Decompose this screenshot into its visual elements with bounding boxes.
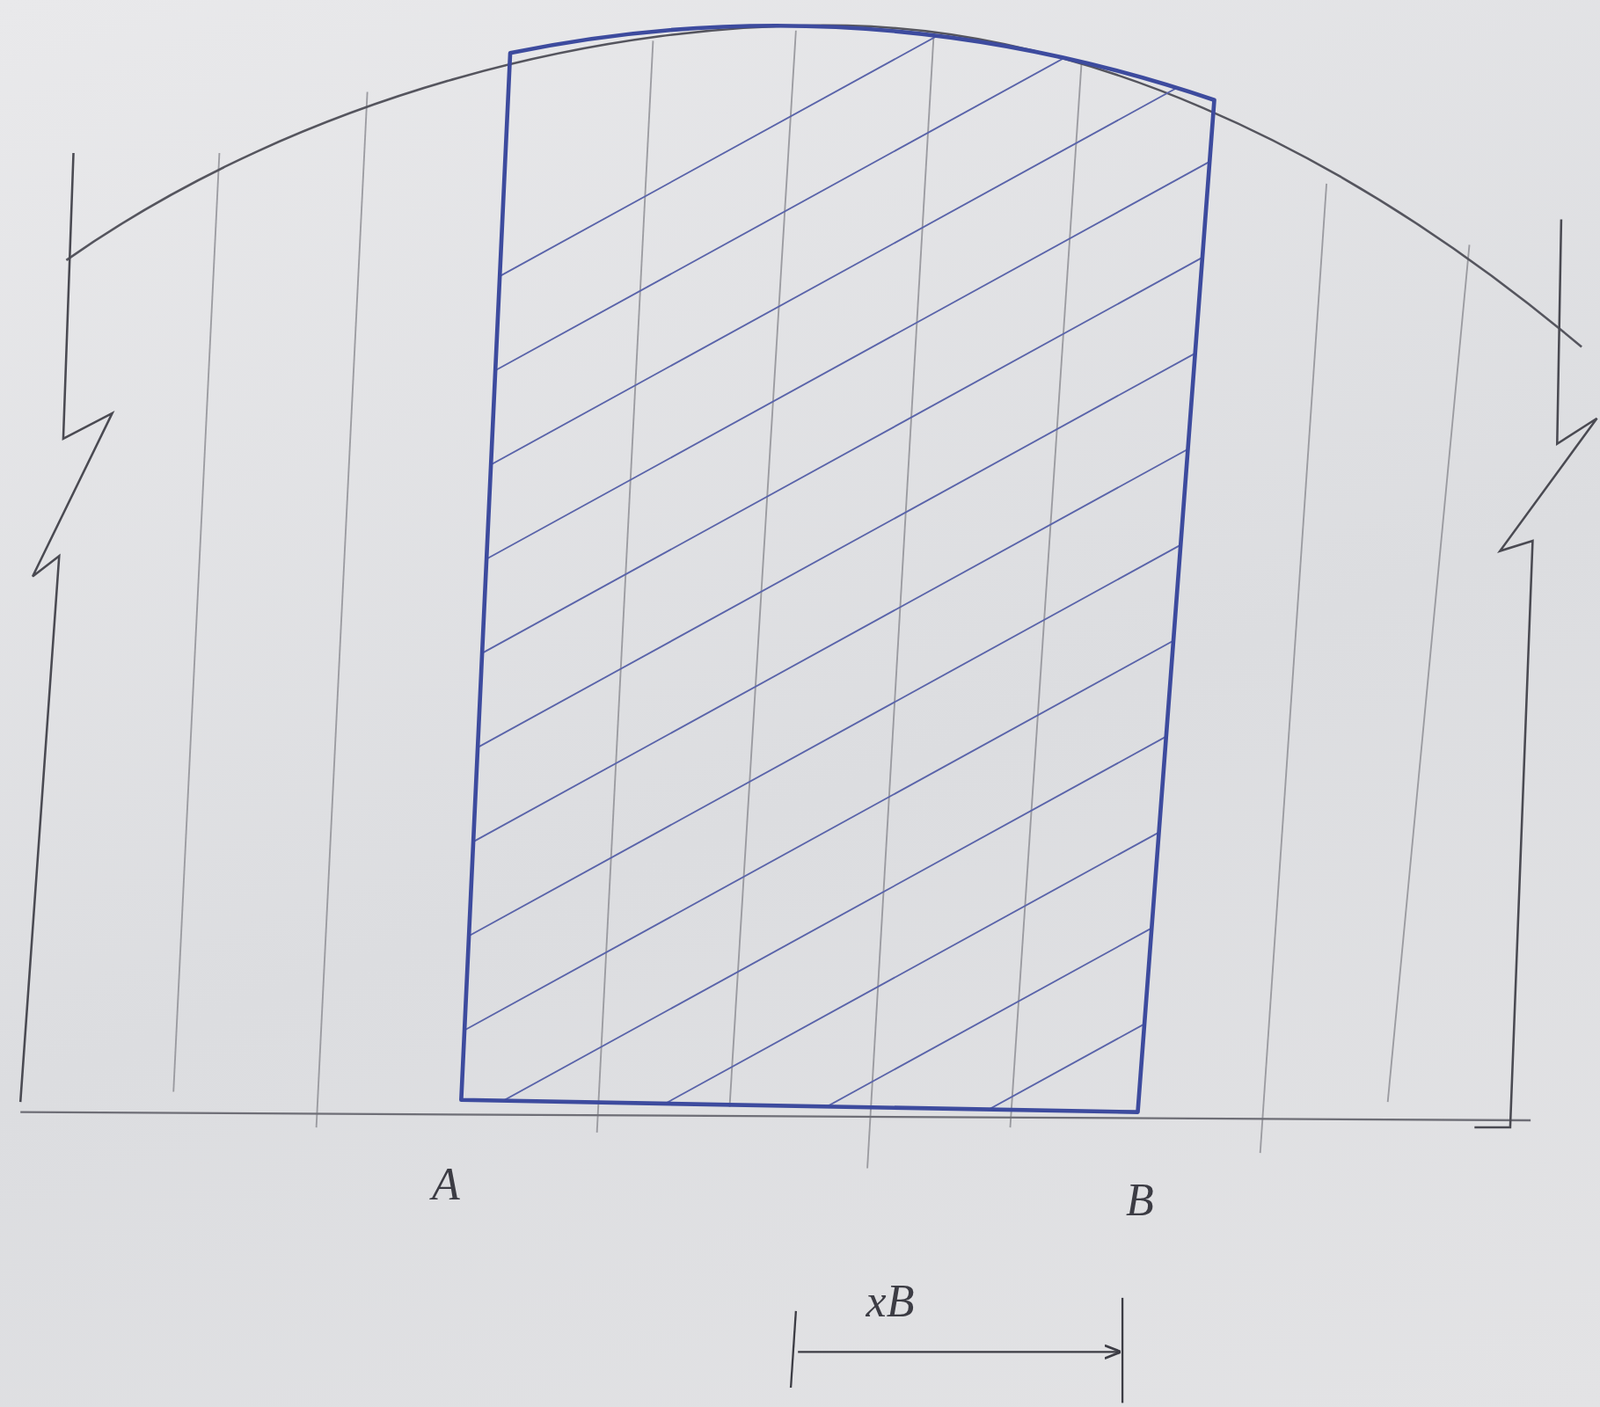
arch-curve — [65, 25, 1582, 348]
dimension-line — [790, 1298, 1123, 1404]
point-label: B — [1125, 1177, 1155, 1224]
point-label: A — [431, 1161, 461, 1208]
hatching — [408, 0, 1276, 1407]
base-line — [20, 1112, 1531, 1121]
pencil-lines — [173, 30, 1469, 1169]
break-edge-left — [20, 153, 112, 1103]
break-edge-right — [1474, 219, 1597, 1128]
dimension-label: xB — [866, 1278, 915, 1325]
strip-outline — [460, 25, 1214, 1112]
